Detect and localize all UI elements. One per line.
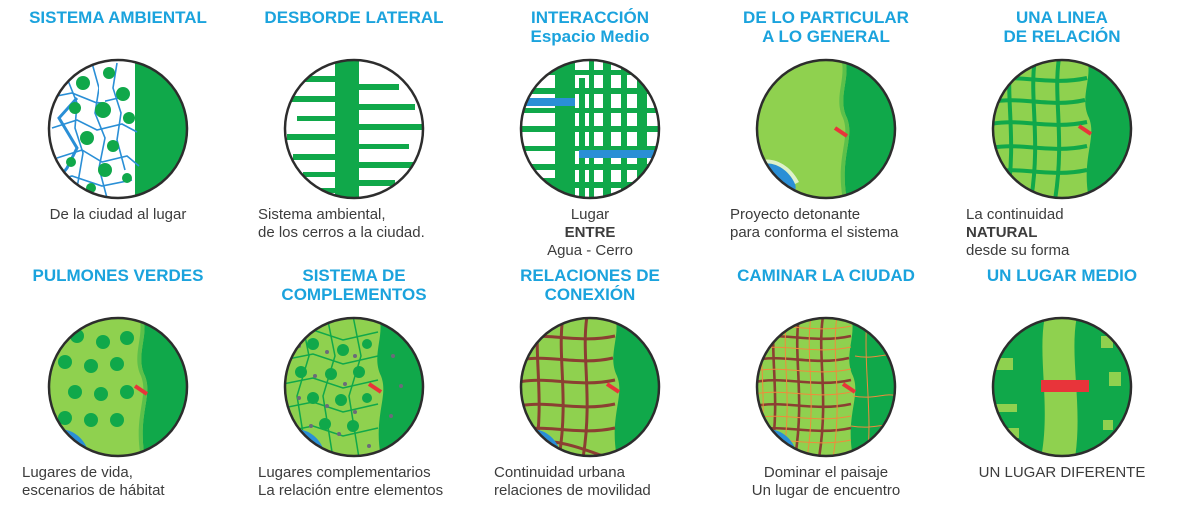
panel-un-lugar-medio: UN LUGAR MEDIO UN LUGAR DIFERENTE: [944, 258, 1180, 516]
particular-general-diagram: [755, 58, 897, 200]
panel-relaciones-conexion: RELACIONES DE CONEXIÓN Continuidad urban…: [472, 258, 708, 516]
sistema-ambiental-diagram: [47, 58, 189, 200]
panel-sistema-ambiental: SISTEMA AMBIENTAL: [0, 0, 236, 258]
panel-title: DE LO PARTICULAR A LO GENERAL: [743, 8, 909, 46]
panel-desborde-lateral: DESBORDE LATERAL Sistema ambiental, de l…: [236, 0, 472, 258]
panel-caption: Dominar el paisaje Un lugar de encuentro: [751, 464, 901, 499]
panel-title: RELACIONES DE CONEXIÓN: [520, 266, 660, 304]
panel-title: UNA LINEA DE RELACIÓN: [1003, 8, 1121, 46]
linea-relacion-diagram: [991, 58, 1133, 200]
panel-caption: Lugares complementarios La relación entr…: [258, 464, 444, 499]
caminar-ciudad-diagram: [755, 316, 897, 458]
panel-de-lo-particular: DE LO PARTICULAR A LO GENERAL Proyecto d…: [708, 0, 944, 258]
panel-caption: UN LUGAR DIFERENTE: [978, 464, 1146, 481]
panel-caption: Lugares de vida, escenarios de hábitat: [22, 464, 165, 499]
panel-caption: Continuidad urbana relaciones de movilid…: [494, 464, 651, 499]
sistema-complementos-diagram: [283, 316, 425, 458]
panel-title: INTERACCIÓN Espacio Medio: [530, 8, 650, 46]
panel-title: SISTEMA DE COMPLEMENTOS: [281, 266, 427, 304]
panel-caption: Sistema ambiental, de los cerros a la ci…: [258, 206, 425, 241]
panel-caminar-ciudad: CAMINAR LA CIUDAD: [708, 258, 944, 516]
panel-caption: La continuidad NATURAL desde su forma: [966, 206, 1070, 259]
panel-una-linea: UNA LINEA DE RELACIÓN La continuidad NAT…: [944, 0, 1180, 259]
panel-sistema-complementos: SISTEMA DE COMPLEMENTOS: [236, 258, 472, 516]
panel-interaccion: INTERACCIÓN Espacio Medio: [472, 0, 708, 259]
panel-caption: Lugar ENTRE Agua - Cerro: [547, 206, 633, 259]
panel-pulmones-verdes: PULMONES VERDES Lugares de vida, escenar…: [0, 258, 236, 516]
panel-title: PULMONES VERDES: [32, 266, 204, 285]
desborde-lateral-diagram: [283, 58, 425, 200]
pulmones-verdes-diagram: [47, 316, 189, 458]
panel-caption: De la ciudad al lugar: [49, 206, 187, 223]
panel-title: SISTEMA AMBIENTAL: [29, 8, 207, 27]
panel-title: UN LUGAR MEDIO: [986, 266, 1138, 285]
panel-title: DESBORDE LATERAL: [264, 8, 444, 27]
lugar-medio-diagram: [991, 316, 1133, 458]
panel-title: CAMINAR LA CIUDAD: [737, 266, 915, 285]
relaciones-conexion-diagram: [519, 316, 661, 458]
interaccion-diagram: [519, 58, 661, 200]
panel-caption: Proyecto detonante para conforma el sist…: [730, 206, 899, 241]
